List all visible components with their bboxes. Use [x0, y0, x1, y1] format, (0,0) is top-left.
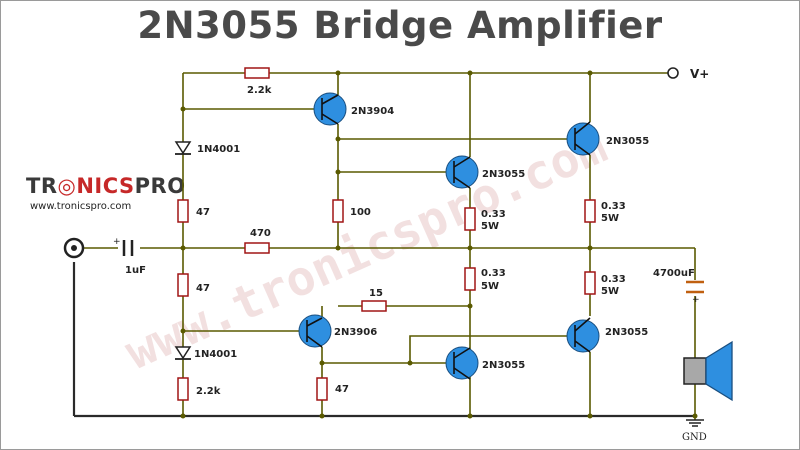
transistor-q1-icon [313, 92, 347, 126]
label-qdrv-top: 2N3055 [482, 169, 525, 180]
diode-d1-icon [174, 141, 192, 155]
label-r47-bot: 47 [335, 384, 349, 395]
resistor-470 [244, 242, 270, 254]
label-c-out: 4700uF [653, 268, 695, 279]
label-r033-b2: 5W [601, 213, 619, 224]
label-r033-c2: 5W [481, 281, 499, 292]
resistor-15 [361, 300, 387, 312]
diagram-title: 2N3055 Bridge Amplifier [137, 4, 663, 47]
ground-symbol: GND [682, 419, 707, 443]
component-labels: 2.2k 2N3904 1N4001 2N3055 2N3055 47 100 … [125, 85, 695, 397]
resistors [177, 67, 596, 401]
logo-url: www.tronicspro.com [30, 201, 132, 212]
capacitor-output: + [686, 280, 704, 305]
wire-qout-bot-base [409, 335, 568, 363]
resistor-033-c [464, 267, 476, 291]
transistor-qdrv-top [445, 155, 479, 189]
transistor-q2 [298, 314, 332, 348]
resistor-033-b [584, 199, 596, 223]
label-r100: 100 [350, 207, 371, 218]
label-q1: 2N3904 [351, 106, 394, 117]
capacitor-input: + [113, 237, 140, 256]
diode-d1 [174, 141, 192, 155]
label-d1: 1N4001 [197, 144, 240, 155]
diode-d2 [174, 346, 192, 360]
logo-swirl-icon: ◎ [57, 174, 77, 198]
resistor-100 [332, 199, 344, 223]
resistor-033-d [584, 271, 596, 295]
label-r47-mid: 47 [196, 283, 210, 294]
label-r033-a2: 5W [481, 221, 499, 232]
label-r033-d2: 5W [601, 286, 619, 297]
label-gnd: GND [682, 432, 707, 443]
transistor-qout-bot [566, 317, 600, 353]
transistor-qdrv-bot [445, 346, 479, 380]
svg-text:+: + [692, 295, 700, 305]
logo-part-3: PRO [134, 174, 186, 198]
resistor-2k2-top [244, 67, 270, 79]
label-d2: 1N4001 [194, 349, 237, 360]
label-r033-d1: 0.33 [601, 274, 626, 285]
label-r-top: 2.2k [247, 85, 272, 96]
logo-part-2: NICS [76, 174, 135, 198]
label-vplus: V+ [690, 67, 709, 81]
resistor-47-top [177, 199, 189, 223]
label-qout-bot: 2N3055 [605, 327, 648, 338]
tronicspro-logo: TR◎NICSPRO [26, 174, 186, 198]
transistor-q1 [313, 92, 347, 126]
terminal-icon [667, 67, 679, 79]
svg-text:+: + [113, 237, 121, 247]
logo-part-1: TR [26, 174, 58, 198]
input-jack [63, 237, 85, 259]
label-qdrv-bot: 2N3055 [482, 360, 525, 371]
label-r15: 15 [369, 288, 383, 299]
resistor-47-mid [177, 273, 189, 297]
diode-d2-icon [174, 346, 192, 360]
label-r22k-bot: 2.2k [196, 386, 221, 397]
resistor-47-bot [316, 377, 328, 401]
label-r470: 470 [250, 228, 271, 239]
label-r033-c1: 0.33 [481, 268, 506, 279]
speaker [683, 340, 733, 402]
vplus-terminal: V+ [667, 67, 709, 81]
resistor-2k2-bot [177, 377, 189, 401]
watermark: www.tronicspro.com [117, 118, 615, 381]
speaker-icon [683, 357, 707, 385]
junctions [180, 70, 698, 419]
label-r47-top: 47 [196, 207, 210, 218]
label-r033-b1: 0.33 [601, 201, 626, 212]
transistor-qout-top [566, 121, 600, 156]
label-qout-top: 2N3055 [606, 136, 649, 147]
label-r033-a1: 0.33 [481, 209, 506, 220]
resistor-033-a [464, 207, 476, 231]
label-c-in: 1uF [125, 265, 146, 276]
label-q2: 2N3906 [334, 327, 377, 338]
